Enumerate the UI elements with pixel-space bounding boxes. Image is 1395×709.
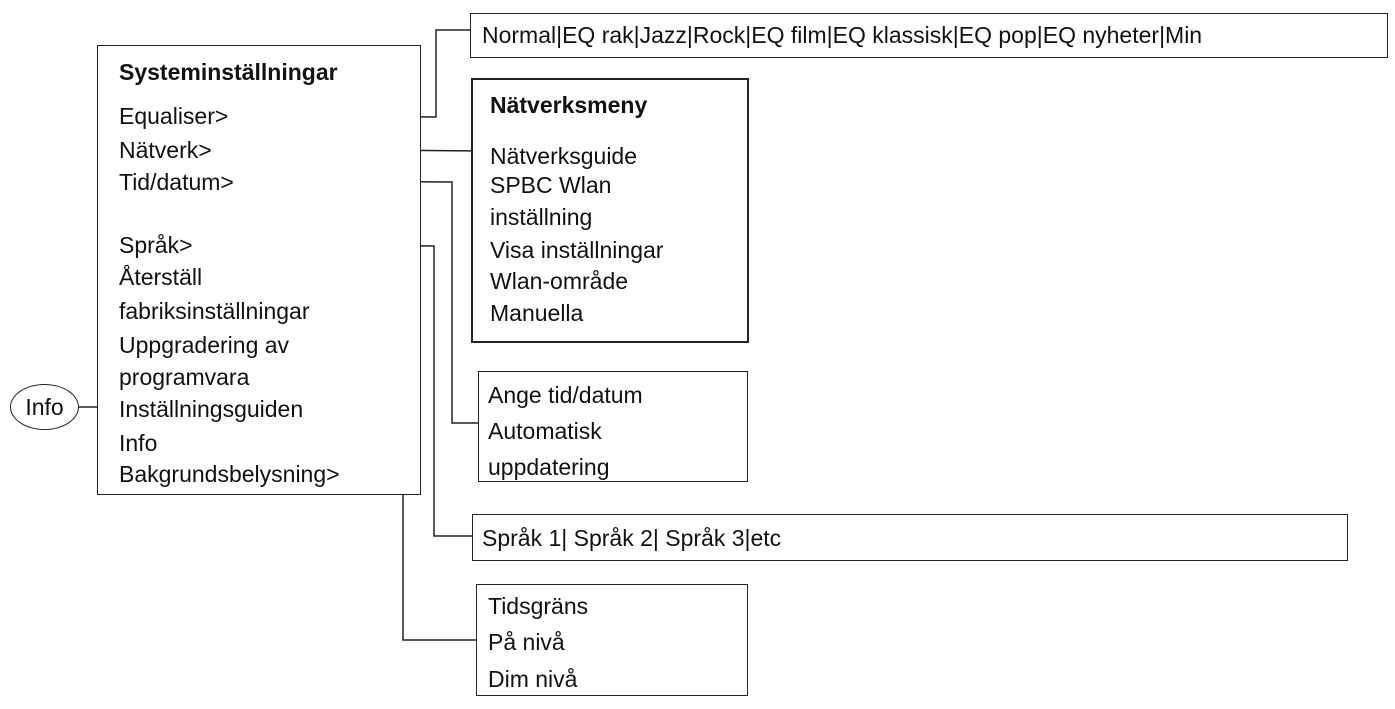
menu-item-setup-wizard[interactable]: Inställningsguiden: [119, 396, 304, 422]
menu-item-reset-line2[interactable]: fabriksinställningar: [119, 298, 310, 324]
network-item-guide[interactable]: Nätverksguide: [490, 143, 638, 169]
language-options-box: [472, 514, 1348, 561]
backlight-item-dim-level[interactable]: Dim nivå: [488, 666, 578, 692]
menu-item-reset-line1[interactable]: Återställ: [119, 264, 203, 290]
menu-item-info[interactable]: Info: [119, 430, 158, 456]
menu-item-upgrade-line1[interactable]: Uppgradering av: [119, 332, 290, 358]
menu-item-backlight[interactable]: Bakgrundsbelysning>: [119, 461, 340, 487]
equaliser-options-box: [470, 13, 1388, 58]
menu-item-equaliser[interactable]: Equaliser>: [119, 103, 229, 129]
backlight-menu-box: [476, 584, 748, 696]
network-item-manual[interactable]: Manuella: [490, 300, 584, 326]
menu-item-language[interactable]: Språk>: [119, 232, 193, 258]
menu-item-time-date[interactable]: Tid/datum>: [119, 169, 234, 195]
info-node: Info: [10, 384, 79, 430]
network-menu-title: Nätverksmeny: [490, 92, 648, 118]
network-item-show-settings[interactable]: Visa inställningar: [490, 237, 664, 263]
info-node-label: Info: [25, 394, 64, 420]
time-item-auto-line2[interactable]: uppdatering: [488, 454, 610, 480]
time-date-menu-box: [478, 371, 748, 482]
menu-item-upgrade-line2[interactable]: programvara: [119, 364, 250, 390]
time-item-set[interactable]: Ange tid/datum: [488, 382, 643, 408]
time-item-auto-line1[interactable]: Automatisk: [488, 418, 602, 444]
network-item-spbc-wlan[interactable]: SPBC Wlan: [490, 172, 612, 198]
network-item-setting[interactable]: inställning: [490, 204, 593, 230]
network-menu-box: [471, 78, 749, 343]
backlight-item-timeout[interactable]: Tidsgräns: [488, 593, 589, 619]
menu-item-network[interactable]: Nätverk>: [119, 137, 212, 163]
equaliser-options-text: Normal|EQ rak|Jazz|Rock|EQ film|EQ klass…: [482, 22, 1203, 48]
system-settings-menu: [97, 45, 421, 495]
system-settings-title: Systeminställningar: [119, 59, 338, 85]
backlight-item-on-level[interactable]: På nivå: [488, 629, 565, 655]
network-item-wlan-area[interactable]: Wlan-område: [490, 268, 629, 294]
language-options-text: Språk 1| Språk 2| Språk 3|etc: [482, 525, 782, 551]
